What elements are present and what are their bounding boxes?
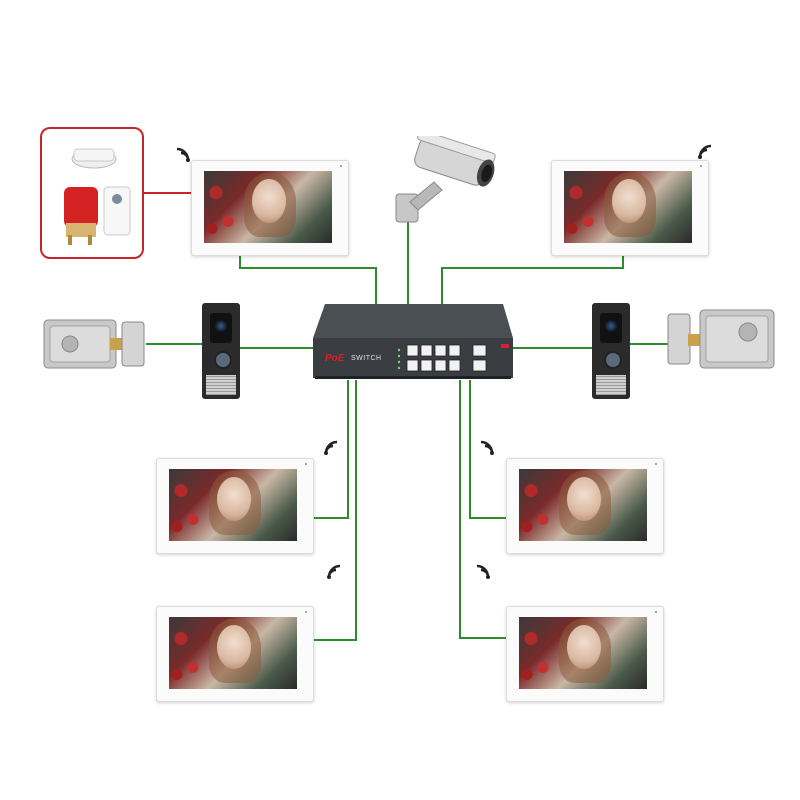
wire-top-left-monitor <box>239 254 377 306</box>
wire-low-right-monitor <box>459 380 506 639</box>
switch-brand: PoE <box>325 353 345 364</box>
wifi-signal-icon <box>698 144 712 159</box>
monitor-screen <box>169 617 297 689</box>
monitor-screen <box>519 469 647 541</box>
wire-mid-right-monitor <box>469 380 506 519</box>
indoor-monitor-low-left <box>156 606 314 702</box>
camera-lens-icon <box>605 320 617 332</box>
wire-low-left-monitor <box>312 380 357 641</box>
wifi-signal-icon <box>176 147 190 162</box>
monitor-screen <box>204 171 332 243</box>
wire-top-right-monitor <box>441 254 624 306</box>
alarm-connector <box>143 192 193 194</box>
electric-lock-left-icon <box>43 319 145 369</box>
indoor-monitor-mid-left <box>156 458 314 554</box>
electric-lock-right-icon <box>667 309 775 369</box>
wifi-signal-icon <box>476 564 490 579</box>
alarm-sensor-icon <box>64 148 131 245</box>
monitor-screen <box>519 617 647 689</box>
wifi-signal-icon <box>327 564 341 579</box>
video-doorbell-right <box>592 303 630 399</box>
video-doorbell-left <box>202 303 240 399</box>
wifi-signal-icon <box>324 440 338 455</box>
call-button-icon <box>604 351 622 369</box>
poe-switch: PoE SWITCH <box>313 304 513 380</box>
indoor-monitor-low-right <box>506 606 664 702</box>
bullet-camera-icon <box>395 136 496 223</box>
indoor-monitor-top-left <box>191 160 349 256</box>
camera-lens-icon <box>215 320 227 332</box>
monitor-screen <box>169 469 297 541</box>
alarm-sensor-group <box>40 127 144 259</box>
indoor-monitor-top-right <box>551 160 709 256</box>
call-button-icon <box>214 351 232 369</box>
wifi-signal-icon <box>480 440 494 455</box>
wire-mid-left-monitor <box>312 380 349 519</box>
indoor-monitor-mid-right <box>506 458 664 554</box>
switch-label: SWITCH <box>351 355 382 362</box>
monitor-screen <box>564 171 692 243</box>
